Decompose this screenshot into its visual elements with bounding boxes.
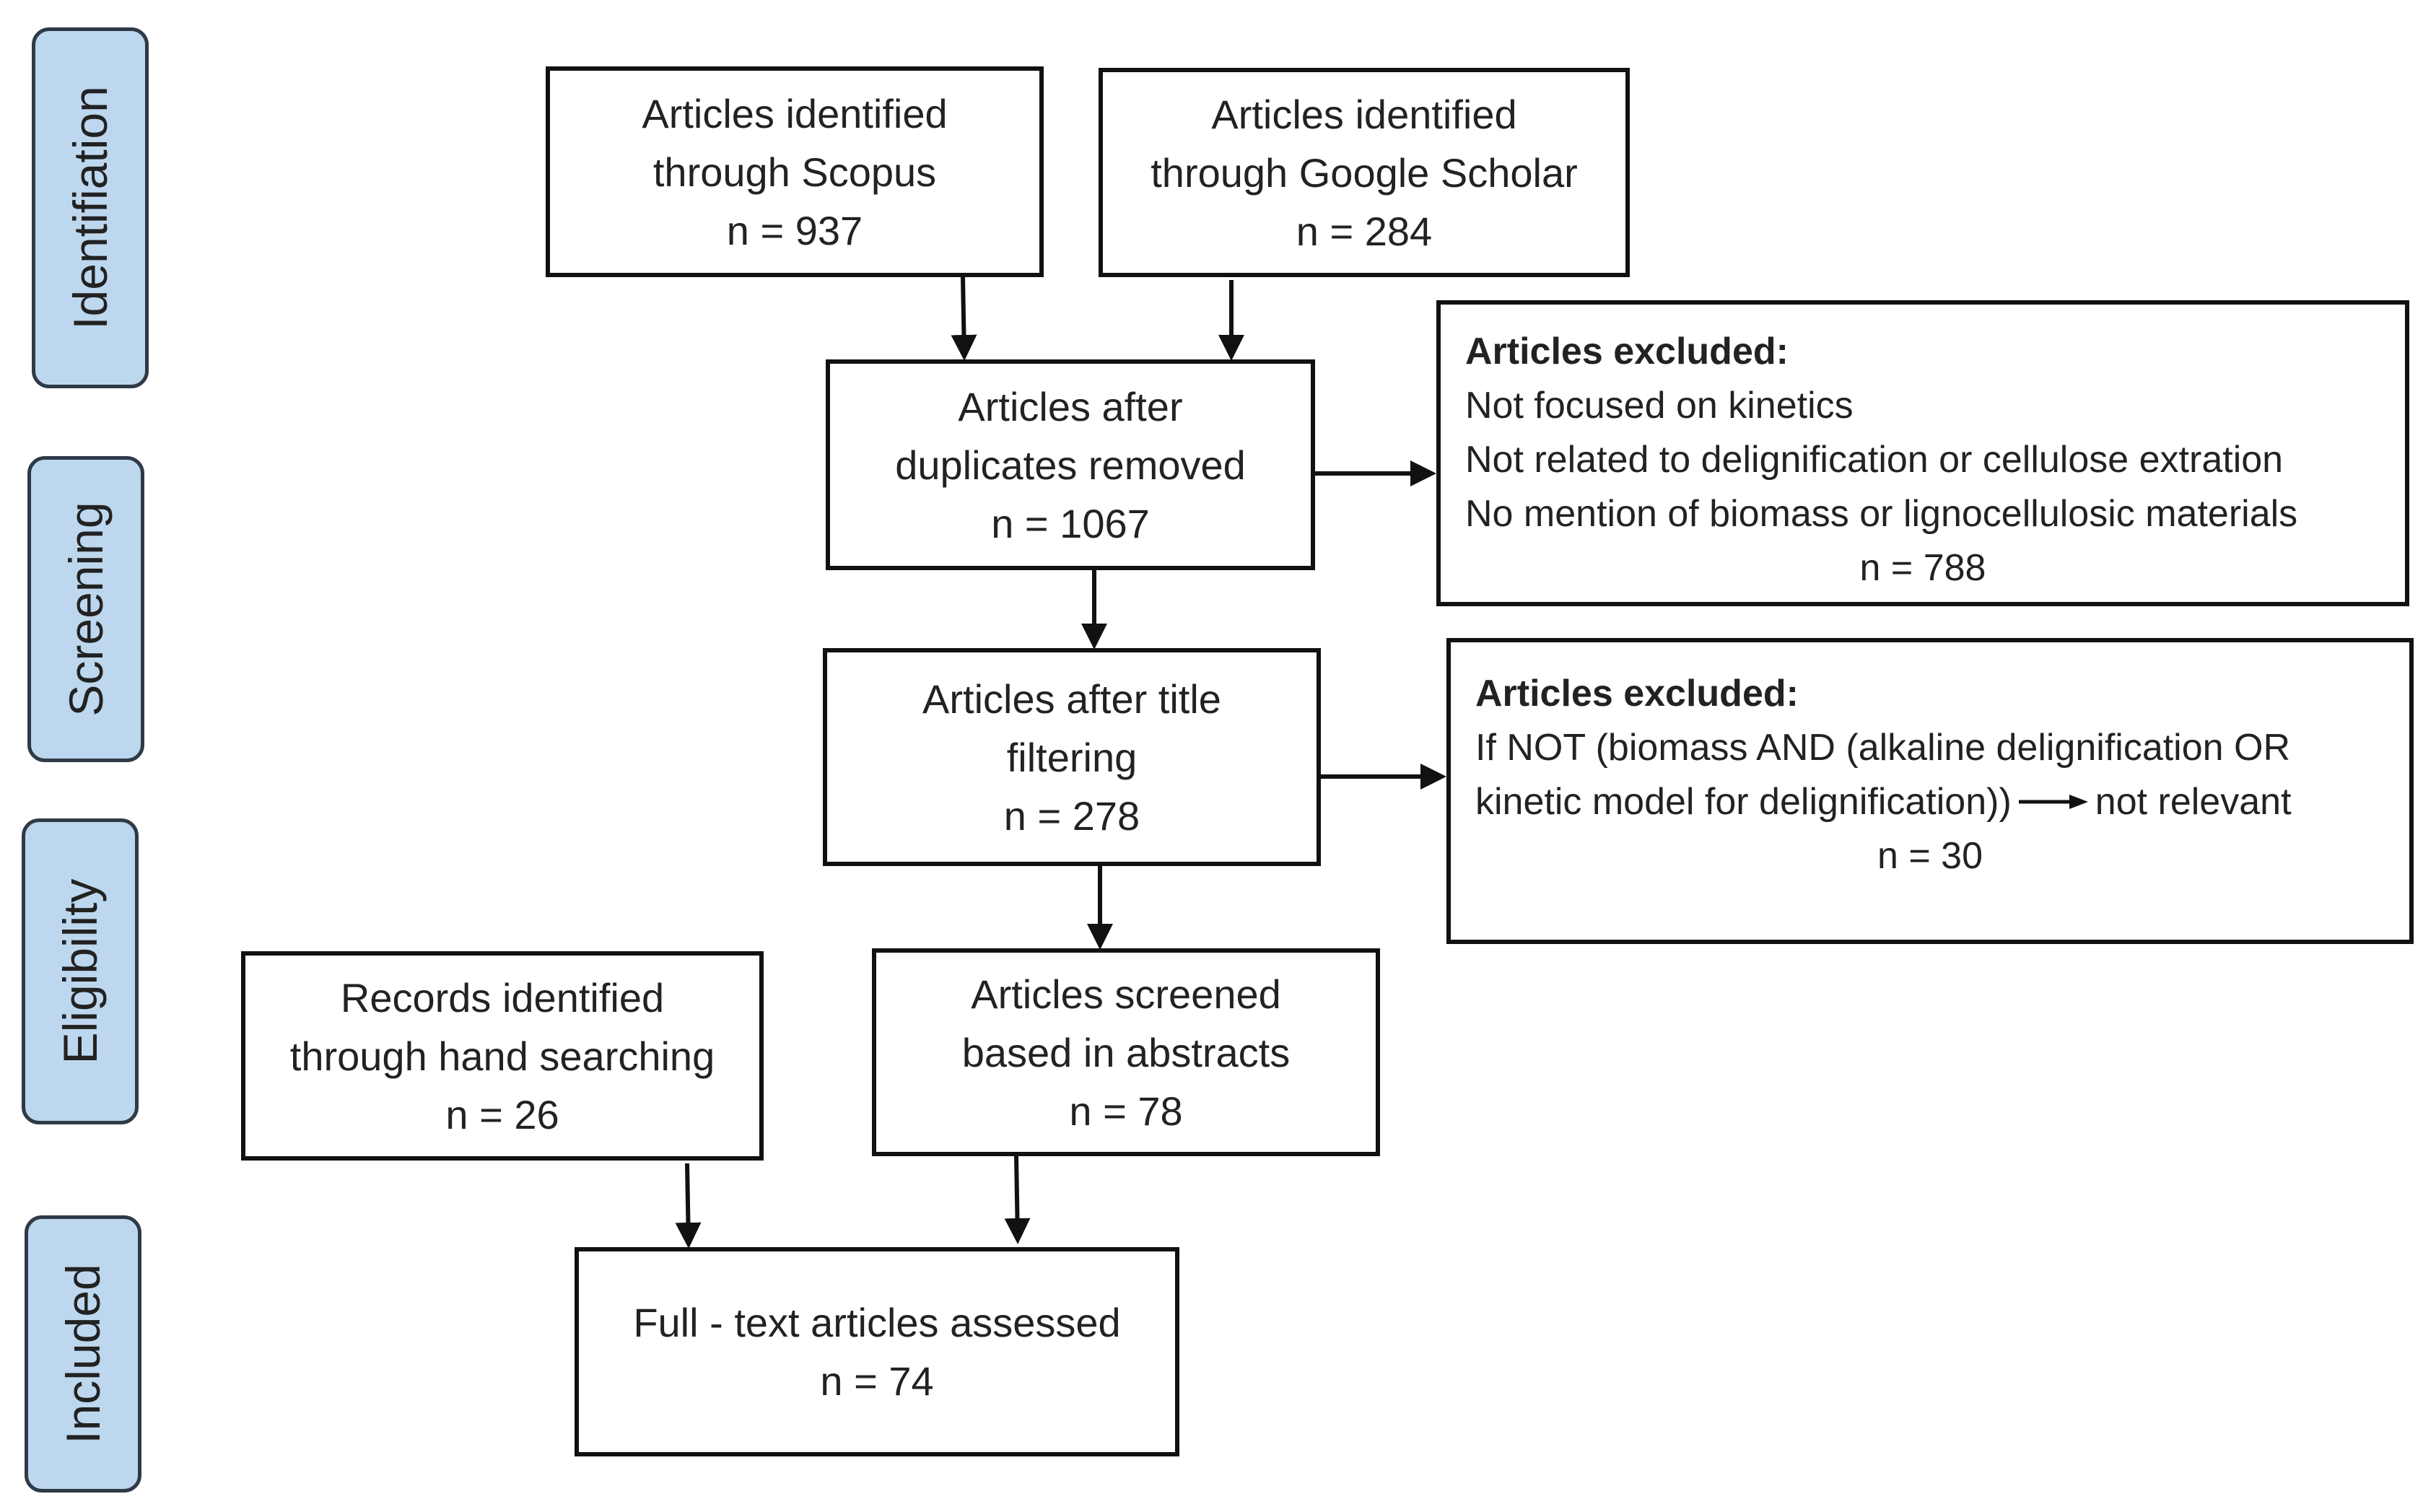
excluded-2-criterion-line-2: kinetic model for delignification)) not r… <box>1475 775 2409 829</box>
abstracts-line-2: based in abstracts <box>961 1029 1291 1075</box>
abstracts-count: n = 78 <box>1069 1088 1183 1134</box>
fulltext-line-1: Full - text articles assessed <box>633 1300 1121 1345</box>
excluded-1-reason-3: No mention of biomass or lignocellulosic… <box>1465 493 2298 535</box>
stage-identification: Identifiation <box>32 27 149 388</box>
excluded-2-criterion-result: not relevant <box>2095 781 2292 823</box>
box-excluded-1: Articles excluded: Not focused on kineti… <box>1436 300 2409 606</box>
box-hand-searching: Records identified through hand searchin… <box>241 951 764 1161</box>
hand-line-1: Records identified <box>340 974 665 1021</box>
excluded-1-heading: Articles excluded: <box>1465 331 1789 372</box>
box-scopus: Articles identified through Scopus n = 9… <box>546 66 1044 277</box>
duplicates-count: n = 1067 <box>991 500 1150 546</box>
duplicates-line-2: duplicates removed <box>895 442 1246 488</box>
excluded-2-count: n = 30 <box>1877 835 1983 877</box>
box-full-text: Full - text articles assessed n = 74 <box>575 1247 1179 1456</box>
scopus-count: n = 937 <box>726 207 863 253</box>
scopus-line-2: through Scopus <box>652 149 937 195</box>
excluded-2-heading: Articles excluded: <box>1475 673 1799 715</box>
fulltext-count: n = 74 <box>820 1358 934 1404</box>
hand-count: n = 26 <box>445 1091 559 1137</box>
box-duplicates-removed: Articles after duplicates removed n = 10… <box>826 359 1315 570</box>
scholar-line-2: through Google Scholar <box>1151 149 1578 196</box>
arrow-hand-to-full-text <box>675 1163 702 1249</box>
title-count: n = 278 <box>1003 792 1140 839</box>
box-excluded-2: Articles excluded: If NOT (biomass AND (… <box>1446 638 2414 944</box>
right-arrow-icon <box>2018 795 2088 810</box>
title-line-2: filtering <box>1006 734 1138 780</box>
excluded-1-reason-1: Not focused on kinetics <box>1465 385 1854 427</box>
scholar-line-1: Articles identified <box>1211 91 1517 137</box>
scopus-line-1: Articles identified <box>642 90 948 136</box>
excluded-2-criterion-text: kinetic model for delignification)) <box>1475 781 2012 823</box>
arrow-abstracts-to-full-text <box>1004 1155 1031 1244</box>
abstracts-line-1: Articles screened <box>971 971 1281 1017</box>
arrow-scopus-to-duplicates <box>951 276 977 361</box>
box-title-filtering: Articles after title filtering n = 278 <box>823 648 1321 866</box>
duplicates-line-1: Articles after <box>958 383 1183 429</box>
box-google-scholar: Articles identified through Google Schol… <box>1099 68 1630 277</box>
excluded-1-count: n = 788 <box>1859 547 1986 589</box>
stage-screening: Screening <box>27 456 144 762</box>
hand-line-2: through hand searching <box>289 1033 715 1079</box>
excluded-1-reason-2: Not related to delignification or cellul… <box>1465 439 2284 481</box>
stage-included: Included <box>25 1215 141 1493</box>
stage-eligibility: Eligibility <box>22 818 139 1124</box>
excluded-2-criterion-line-1: If NOT (biomass AND (alkaline delignific… <box>1475 727 2291 769</box>
box-abstracts: Articles screened based in abstracts n =… <box>872 948 1380 1156</box>
title-line-1: Articles after title <box>922 676 1221 722</box>
scholar-count: n = 284 <box>1296 208 1433 254</box>
